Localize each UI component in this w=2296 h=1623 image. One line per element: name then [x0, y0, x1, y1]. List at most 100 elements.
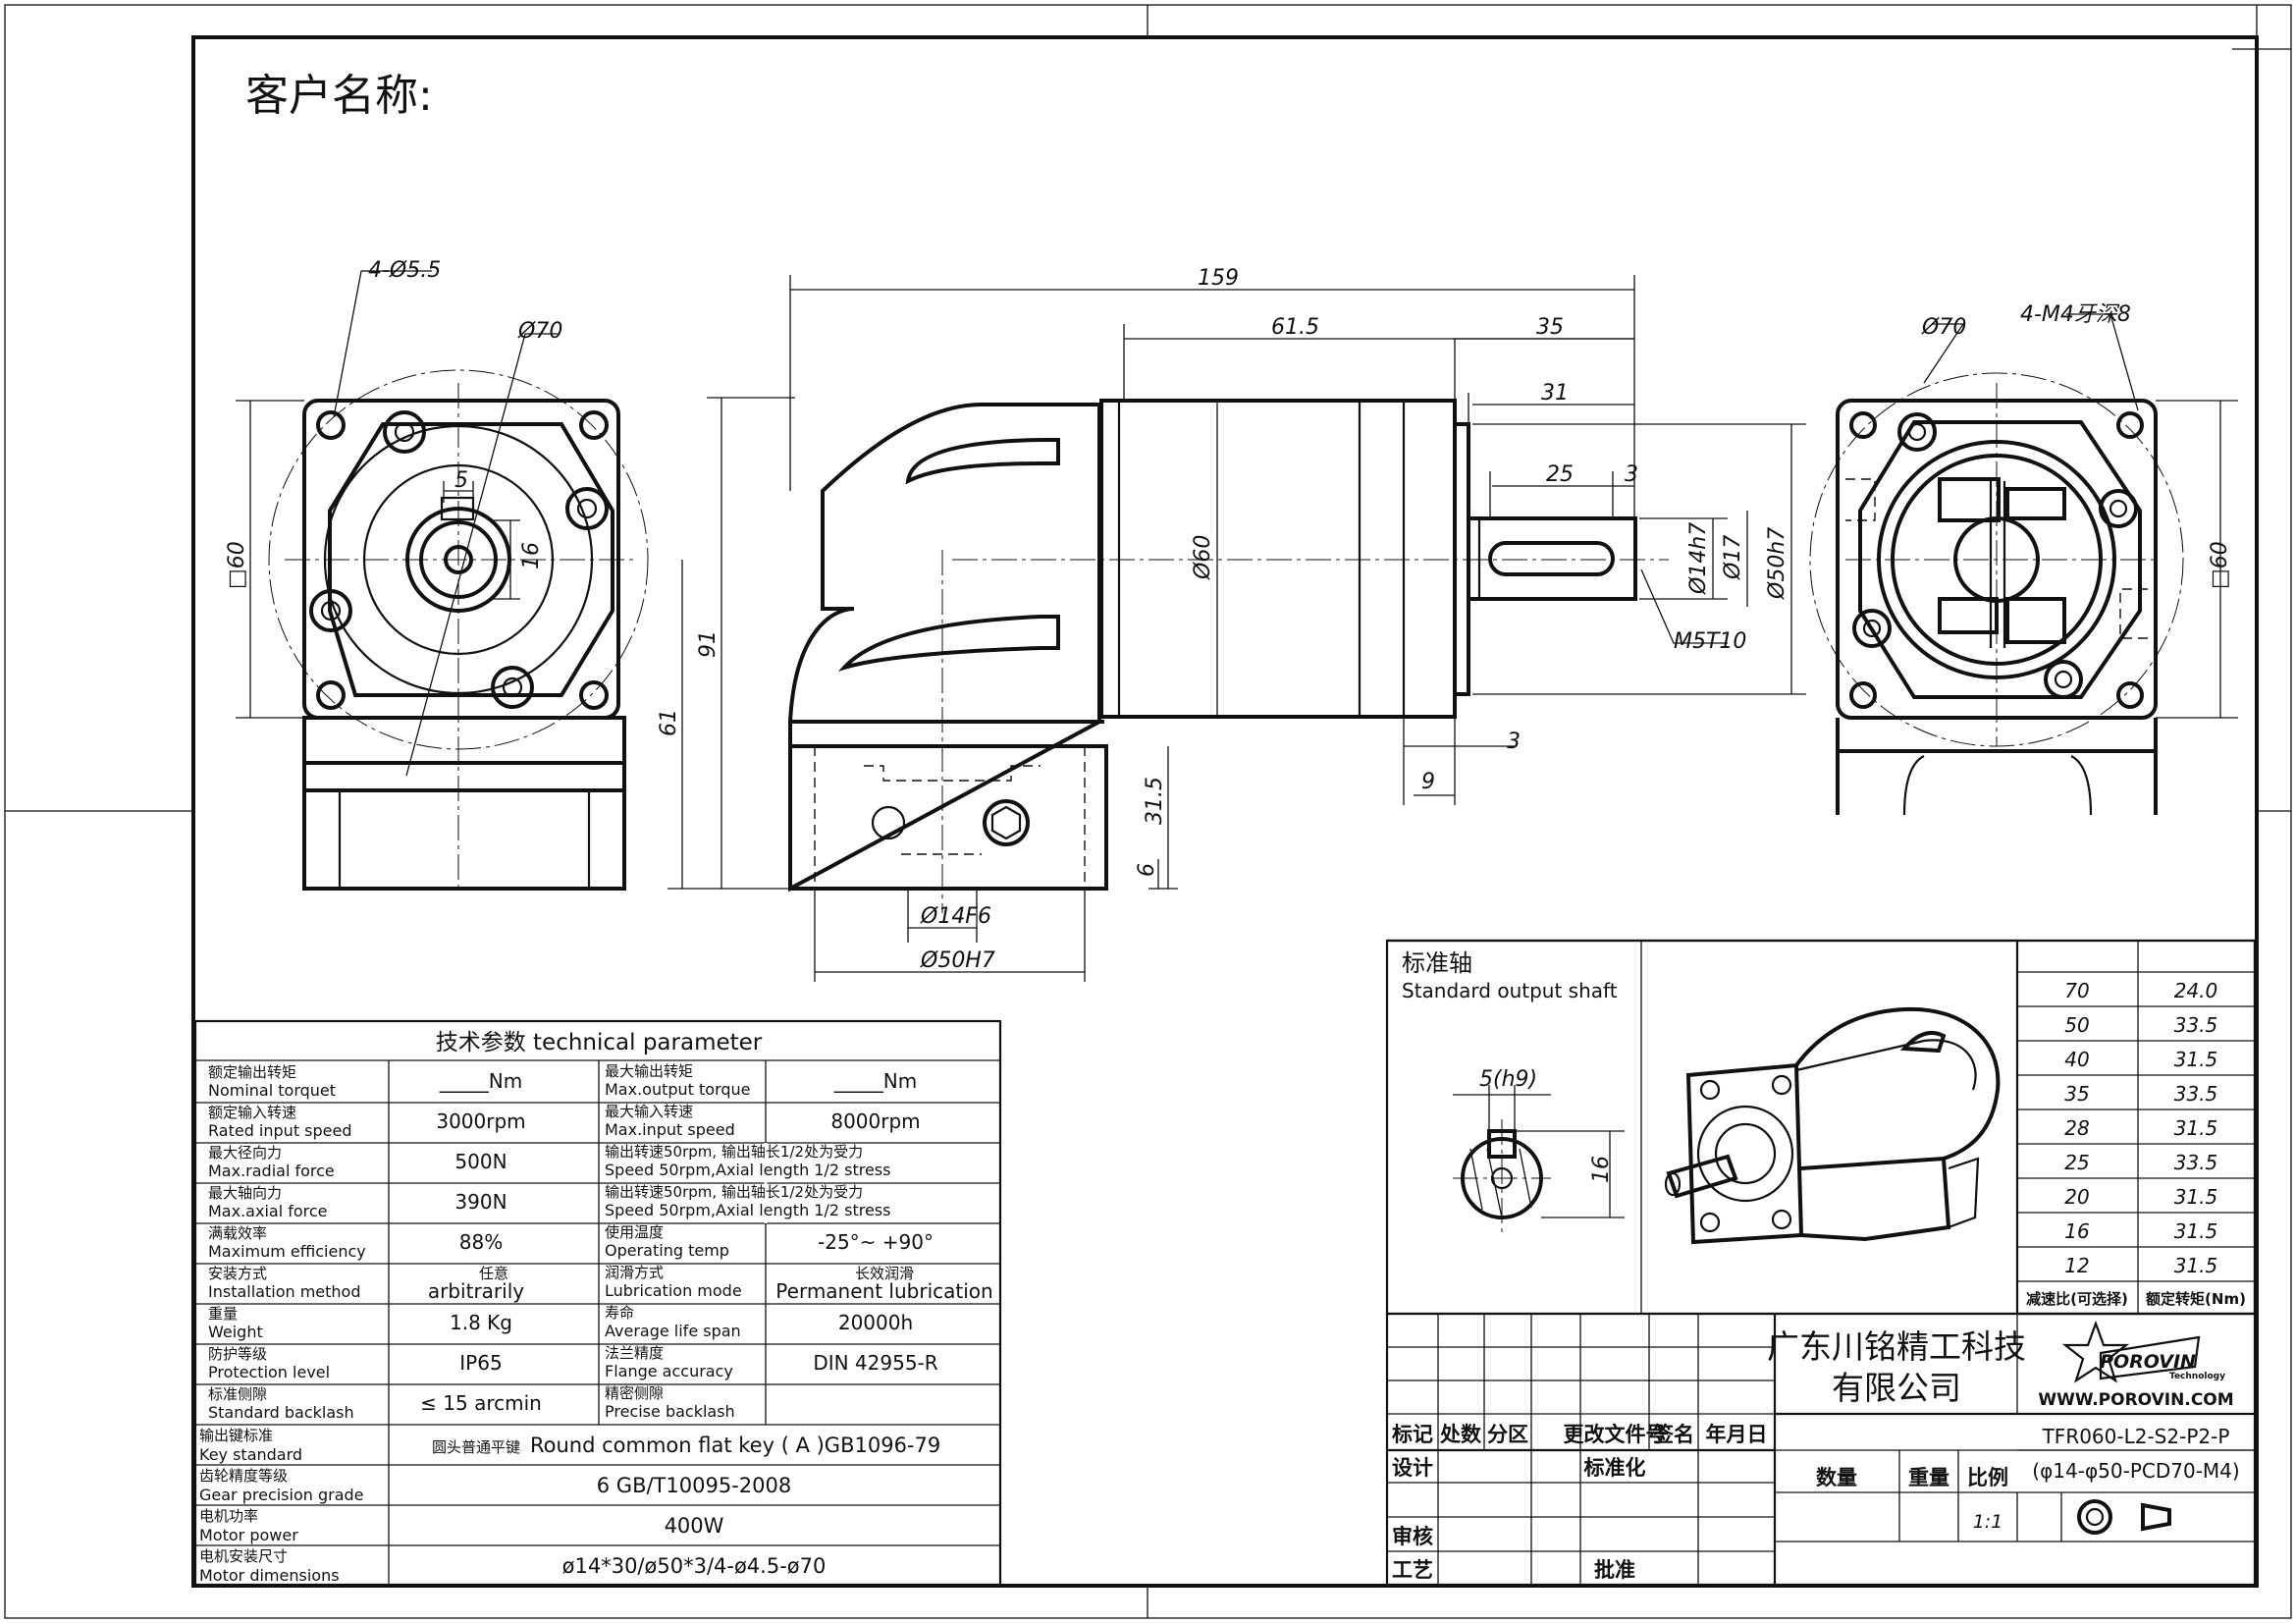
param-value: _____Nm [439, 1069, 522, 1093]
dim-length-35: 35 [1536, 315, 1564, 340]
dim-pilot: Ø50h7 [1765, 527, 1789, 600]
tb-approve: 批准 [1594, 1558, 1635, 1582]
left-view [236, 270, 649, 891]
dim-shaft-diameter: Ø14h7 [1686, 522, 1711, 595]
param-label-en: Protection level [208, 1363, 330, 1381]
tb-standard: 标准化 [1584, 1456, 1646, 1480]
model-line2: (φ14-φ50-PCD70-M4) [2032, 1459, 2239, 1483]
torque-value: 31.5 [2174, 1048, 2218, 1071]
model-line1: TFR060-L2-S2-P2-P [2042, 1425, 2230, 1448]
sheet-frame [4, 4, 2292, 1619]
param-label-en: Weight [208, 1323, 263, 1341]
tech-table-grid [193, 1019, 1002, 1587]
param-label-cn: 电机安装尺寸 [199, 1547, 288, 1565]
param-label-cn: 润滑方式 [605, 1264, 664, 1281]
shaft-panel-en: Standard output shaft [1402, 979, 1618, 1002]
dim-square-right: □60 [2208, 541, 2232, 589]
torque-value: 24.0 [2174, 979, 2218, 1002]
customer-label: 客户名称: [245, 71, 433, 121]
rev-count: 处数 [1439, 1423, 1482, 1446]
website: WWW.POROVIN.COM [2038, 1390, 2233, 1410]
param-label-en: Speed 50rpm,Axial length 1/2 stress [605, 1201, 890, 1219]
dim-pcd-left: Ø70 [517, 319, 562, 344]
dim-input-bore: Ø14F6 [920, 904, 991, 929]
param-label-cn: 输出键标准 [199, 1427, 273, 1444]
torque-value: 33.5 [2174, 1082, 2218, 1106]
param-value: 任意 [479, 1265, 508, 1282]
torque-value: 31.5 [2174, 1254, 2218, 1277]
param-label-en: Precise backlash [605, 1402, 735, 1421]
dim-length-31: 31 [1541, 381, 1569, 406]
ratio-value: 70 [2064, 979, 2089, 1002]
param-label-en: Key standard [199, 1445, 302, 1464]
param-label-cn: 法兰精度 [605, 1344, 664, 1362]
rev-mark: 标记 [1392, 1423, 1433, 1446]
param-label-cn: 标准侧隙 [208, 1385, 267, 1403]
ratio-header: 减速比(可选择) [2026, 1290, 2128, 1308]
param-label-en: Nominal torquet [208, 1081, 336, 1100]
rev-sign: 签名 [1652, 1423, 1694, 1446]
param-label-cn: 最大输出转矩 [605, 1062, 693, 1080]
dim-thread-pattern: 4-M4牙深8 [2020, 302, 2131, 327]
ratio-value: 40 [2064, 1048, 2089, 1071]
param-value: _____Nm [833, 1069, 917, 1093]
shaft-panel-cn: 标准轴 [1402, 949, 1472, 977]
dim-height-91: 91 [696, 630, 721, 658]
param-label-cn: 齿轮精度等级 [199, 1467, 288, 1485]
torque-value: 33.5 [2174, 1013, 2218, 1037]
ratio-value: 28 [2064, 1116, 2089, 1140]
param-value: 500N [454, 1150, 507, 1173]
ratio-value: 12 [2064, 1254, 2089, 1277]
dim-length-9: 9 [1421, 770, 1435, 794]
param-label-en: Gear precision grade [199, 1486, 364, 1504]
param-value: 8000rpm [830, 1109, 920, 1133]
dim-pcd-right: Ø70 [1921, 315, 1966, 340]
param-label-en: Operating temp [605, 1241, 729, 1260]
param-value: 88% [459, 1230, 503, 1254]
tech-table-title: 技术参数 technical parameter [436, 1030, 763, 1055]
param-label-en: Lubrication mode [605, 1281, 742, 1300]
param-label-en: Maximum efficiency [208, 1242, 366, 1261]
ratio-value: 16 [2064, 1219, 2089, 1243]
dim-input-pilot: Ø50H7 [920, 948, 995, 973]
dim-body-diameter: Ø60 [1191, 535, 1215, 580]
logo-sub: Technology [2169, 1372, 2225, 1381]
param-value: 长效润滑 [855, 1265, 914, 1282]
rev-doc: 更改文件号 [1564, 1423, 1667, 1446]
param-value-cn: 圆头普通平键 [432, 1438, 520, 1456]
ratio-value: 50 [2064, 1013, 2089, 1037]
torque-value: 31.5 [2174, 1185, 2218, 1209]
torque-value: 31.5 [2174, 1219, 2218, 1243]
param-label-cn: 最大输入转速 [605, 1103, 693, 1120]
logo-text: POROVIN [2100, 1351, 2196, 1373]
param-label-cn: 额定输入转速 [208, 1104, 296, 1121]
dim-length-25: 25 [1546, 462, 1574, 487]
param-label-cn: 寿命 [605, 1304, 634, 1322]
tb-weight: 重量 [1908, 1466, 1949, 1489]
param-label-en: Max.input speed [605, 1120, 735, 1139]
torque-value: 31.5 [2174, 1116, 2218, 1140]
rev-date: 年月日 [1706, 1423, 1768, 1446]
tb-process: 工艺 [1392, 1558, 1433, 1582]
param-label-en: Standard backlash [208, 1403, 354, 1422]
param-label-en: Max.axial force [208, 1202, 328, 1220]
dim-length-61-5: 61.5 [1271, 315, 1319, 340]
param-value: -25°~ +90° [818, 1230, 934, 1254]
torque-value: 33.5 [2174, 1151, 2218, 1174]
tb-scale-value: 1:1 [1973, 1511, 2003, 1533]
ratio-table-grid [2015, 939, 2257, 1316]
param-value: 3000rpm [436, 1109, 525, 1133]
param-value: 6 GB/T10095-2008 [597, 1474, 791, 1497]
dim-length-3-bottom: 3 [1507, 730, 1521, 754]
param-label-en: Speed 50rpm,Axial length 1/2 stress [605, 1161, 890, 1179]
param-value-en: Permanent lubrication [775, 1279, 992, 1303]
ratio-value: 25 [2064, 1151, 2089, 1174]
param-label-en: Flange accuracy [605, 1362, 733, 1380]
rev-zone: 分区 [1487, 1423, 1528, 1446]
param-label-en: Max.radial force [208, 1162, 335, 1180]
param-label-cn: 重量 [208, 1305, 238, 1323]
dim-total-length: 159 [1198, 266, 1239, 291]
param-value: IP65 [459, 1351, 502, 1375]
